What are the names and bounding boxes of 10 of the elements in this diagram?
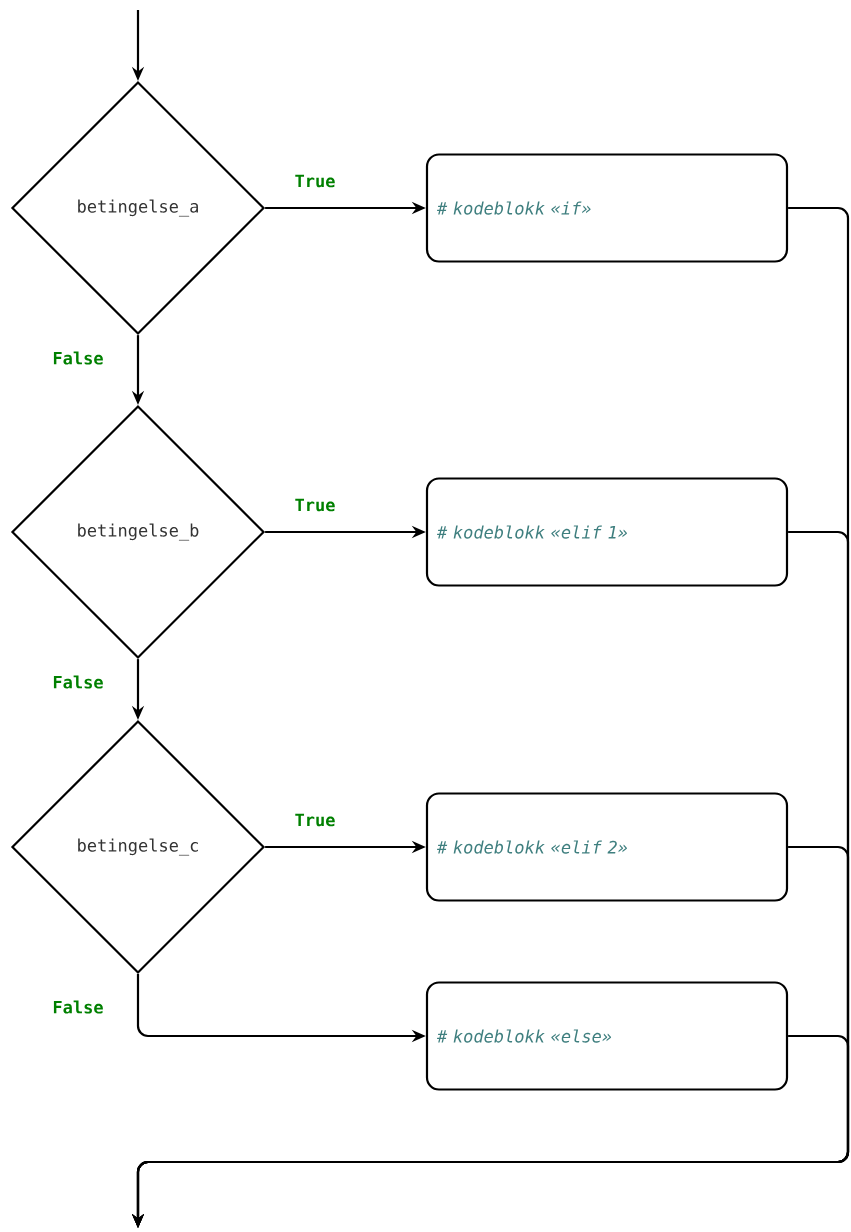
- process-box: # kodeblokk «else»: [425, 981, 789, 1091]
- process-box: # kodeblokk «elif 1»: [425, 477, 789, 587]
- edge-label: False: [51, 999, 105, 1015]
- edge-label: False: [51, 350, 105, 366]
- process-box: # kodeblokk «elif 2»: [425, 792, 789, 902]
- process-box: # kodeblokk «if»: [425, 153, 789, 263]
- edge-label: True: [293, 812, 337, 828]
- edge-label: False: [51, 674, 105, 690]
- edge-label: True: [293, 173, 337, 189]
- edge-label: True: [293, 497, 337, 513]
